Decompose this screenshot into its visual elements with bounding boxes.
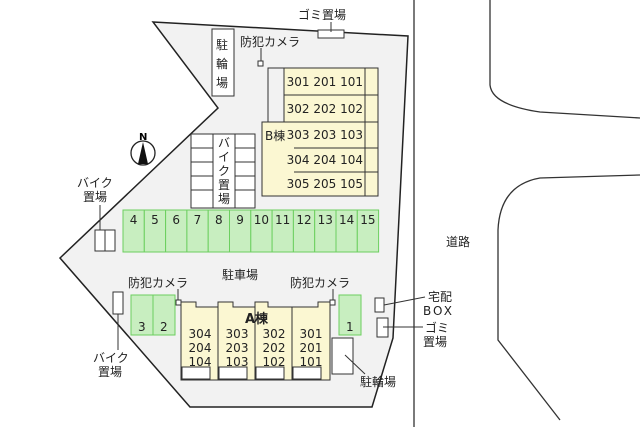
garbage-area-top-label: ゴミ置場 (298, 7, 346, 22)
parking-space-label: 6 (172, 213, 180, 227)
bike-parking-center-label: バ イ ク 置 場 (218, 136, 230, 206)
security-camera-right-icon (329, 299, 336, 306)
svg-text:N: N (139, 132, 147, 143)
unit-a-103: 103 (226, 355, 249, 369)
parking-space-label: 11 (275, 213, 290, 227)
unit-a-302: 302 (263, 327, 286, 341)
parking-space-2 (152, 294, 176, 336)
parking-label: 駐車場 (222, 267, 258, 282)
unit-b-2: 302 202 102 (287, 102, 363, 116)
svg-text:ク: ク (218, 164, 230, 178)
bicycle-parking-top-label: 場 (216, 76, 228, 90)
parking-space-2-label: 2 (160, 320, 168, 334)
garbage-area-right-label: 置場 (423, 335, 447, 349)
unit-a-104: 104 (189, 355, 212, 369)
security-camera-top-icon (257, 60, 264, 67)
parking-space-label: 5 (151, 213, 159, 227)
unit-a-202: 202 (263, 341, 286, 355)
bicycle-parking-top-label: 駐 (216, 37, 228, 52)
building-b-units: 301 201 101 302 202 102 303 203 103 304 … (287, 75, 363, 191)
delivery-box-label: 宅配 (428, 289, 452, 304)
parking-space-label: 12 (296, 213, 311, 227)
svg-text:バ: バ (218, 136, 230, 150)
unit-a-303: 303 (226, 327, 249, 341)
svg-text:置: 置 (218, 178, 230, 192)
unit-a-102: 102 (263, 355, 286, 369)
unit-a-203: 203 (226, 341, 249, 355)
building-b (261, 67, 379, 197)
unit-a-304: 304 (189, 327, 212, 341)
parking-space-label: 7 (194, 213, 202, 227)
delivery-box-label: BOX (423, 304, 454, 318)
bike-parking-left-label: バイク (77, 176, 113, 190)
parking-space-1-label: 1 (346, 320, 354, 334)
unit-a-201: 201 (300, 341, 323, 355)
parking-space-15 (356, 209, 380, 253)
bike-parking-bottom-left-label: 置場 (98, 365, 122, 379)
security-camera-top-label: 防犯カメラ (240, 34, 300, 49)
unit-a-101: 101 (300, 355, 323, 369)
bike-parking-center (190, 133, 256, 209)
security-camera-left-label: 防犯カメラ (128, 275, 188, 290)
road-label: 道路 (446, 234, 470, 249)
svg-text:場: 場 (218, 192, 230, 206)
unit-a-204: 204 (189, 341, 212, 355)
unit-b-1: 301 201 101 (287, 75, 363, 89)
parking-space-label: 13 (318, 213, 333, 227)
svg-text:イ: イ (218, 150, 230, 164)
bicycle-parking-bottom (331, 337, 354, 375)
bike-parking-left-label: 置場 (83, 190, 107, 204)
bike-parking-bottom-left-label: バイク (93, 351, 129, 365)
road (413, 0, 640, 427)
bike-parking-left (94, 229, 106, 252)
bicycle-parking-top (211, 28, 235, 97)
security-camera-left-icon (175, 299, 182, 306)
building-b-label: B棟 (265, 128, 285, 143)
unit-a-301: 301 (300, 327, 323, 341)
parking-space-3-label: 3 (138, 320, 146, 334)
building-a-label: A棟 (245, 311, 269, 327)
unit-b-5: 305 205 105 (287, 177, 363, 191)
parking-space-label: 14 (339, 213, 354, 227)
bike-parking-bottom-left (112, 291, 124, 315)
bicycle-parking-top-label: 輪 (216, 56, 228, 71)
parking-space-label: 10 (254, 213, 269, 227)
delivery-box (374, 297, 385, 313)
parking-space-label: 15 (360, 213, 375, 227)
unit-b-3: 303 203 103 (287, 128, 363, 142)
parking-space-label: 8 (215, 213, 223, 227)
bicycle-parking-bottom-label: 駐輪場 (360, 374, 396, 389)
garbage-area-right-label: ゴミ (425, 320, 449, 335)
parking-space-label: 4 (130, 213, 138, 227)
parking-space-label: 9 (236, 213, 244, 227)
unit-b-4: 304 204 104 (287, 153, 363, 167)
north-arrow-icon: N (130, 132, 156, 166)
building-a (180, 301, 331, 381)
security-camera-right-label: 防犯カメラ (290, 275, 350, 290)
parking-space-1 (338, 294, 362, 336)
